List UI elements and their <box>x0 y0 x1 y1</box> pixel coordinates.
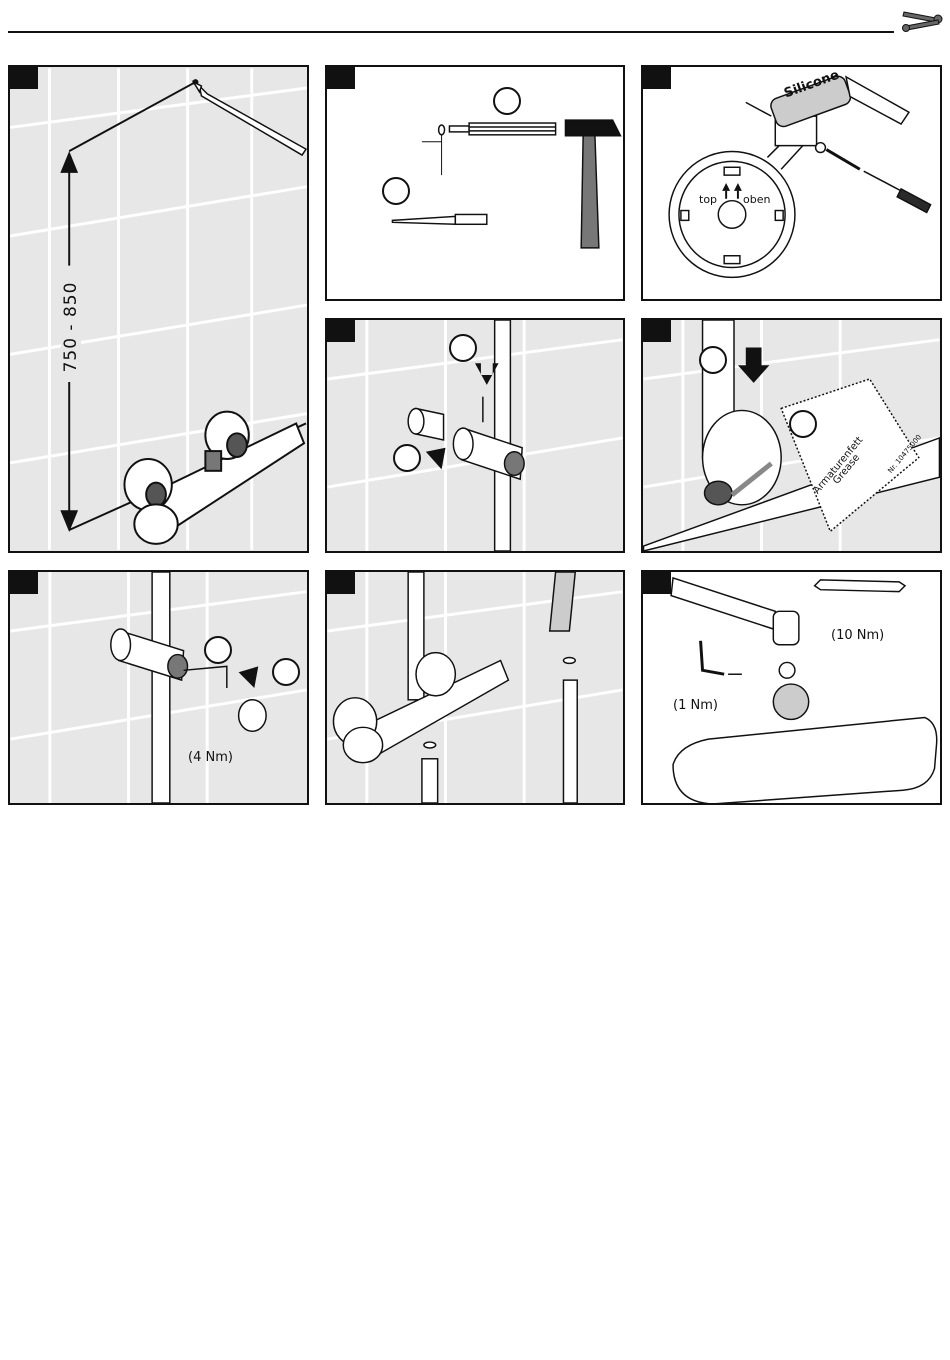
step-panel-4 <box>325 318 625 553</box>
torque-wrench-label: (10 Nm) <box>831 628 884 643</box>
step-panel-8: (10 Nm) (1 Nm) <box>641 570 942 805</box>
step-panel-2 <box>325 65 625 301</box>
step-number <box>327 67 355 89</box>
label-oben: oben <box>743 193 770 206</box>
overhead-shower-illustration <box>643 572 940 803</box>
hose-connect-illustration <box>327 572 623 803</box>
callout-circle <box>789 410 817 438</box>
drill-hammer-illustration <box>327 67 623 299</box>
step-panel-1: 750 - 850 <box>8 65 309 553</box>
step-number <box>327 320 355 342</box>
step-number <box>643 67 671 89</box>
step-number <box>643 572 671 594</box>
height-range-label: 750 - 850 <box>61 272 81 382</box>
callout-circle <box>699 346 727 374</box>
step-panel-6: (4 Nm) <box>8 570 309 805</box>
step-panel-3: Silicone top oben <box>641 65 942 301</box>
torque-label: (4 Nm) <box>188 750 233 765</box>
step-panel-5: Armaturenfett Grease Nr. 10475000 <box>641 318 942 553</box>
set-screw-illustration <box>10 572 307 803</box>
wall-height-illustration <box>10 67 307 551</box>
tools-icon <box>900 4 944 36</box>
step-number <box>10 572 38 594</box>
callout-circle <box>272 658 300 686</box>
step-panel-7 <box>325 570 625 805</box>
callout-circle <box>493 87 521 115</box>
step-number <box>10 67 38 89</box>
torque-hex-label: (1 Nm) <box>673 698 718 713</box>
callout-circle <box>449 334 477 362</box>
step-number <box>327 572 355 594</box>
callout-circle <box>204 636 232 664</box>
grease-illustration <box>643 320 940 551</box>
step-number <box>643 320 671 342</box>
label-top: top <box>699 193 717 206</box>
callout-circle <box>393 444 421 472</box>
silicone-illustration <box>643 67 940 299</box>
header-rule <box>8 31 894 33</box>
callout-circle <box>382 177 410 205</box>
